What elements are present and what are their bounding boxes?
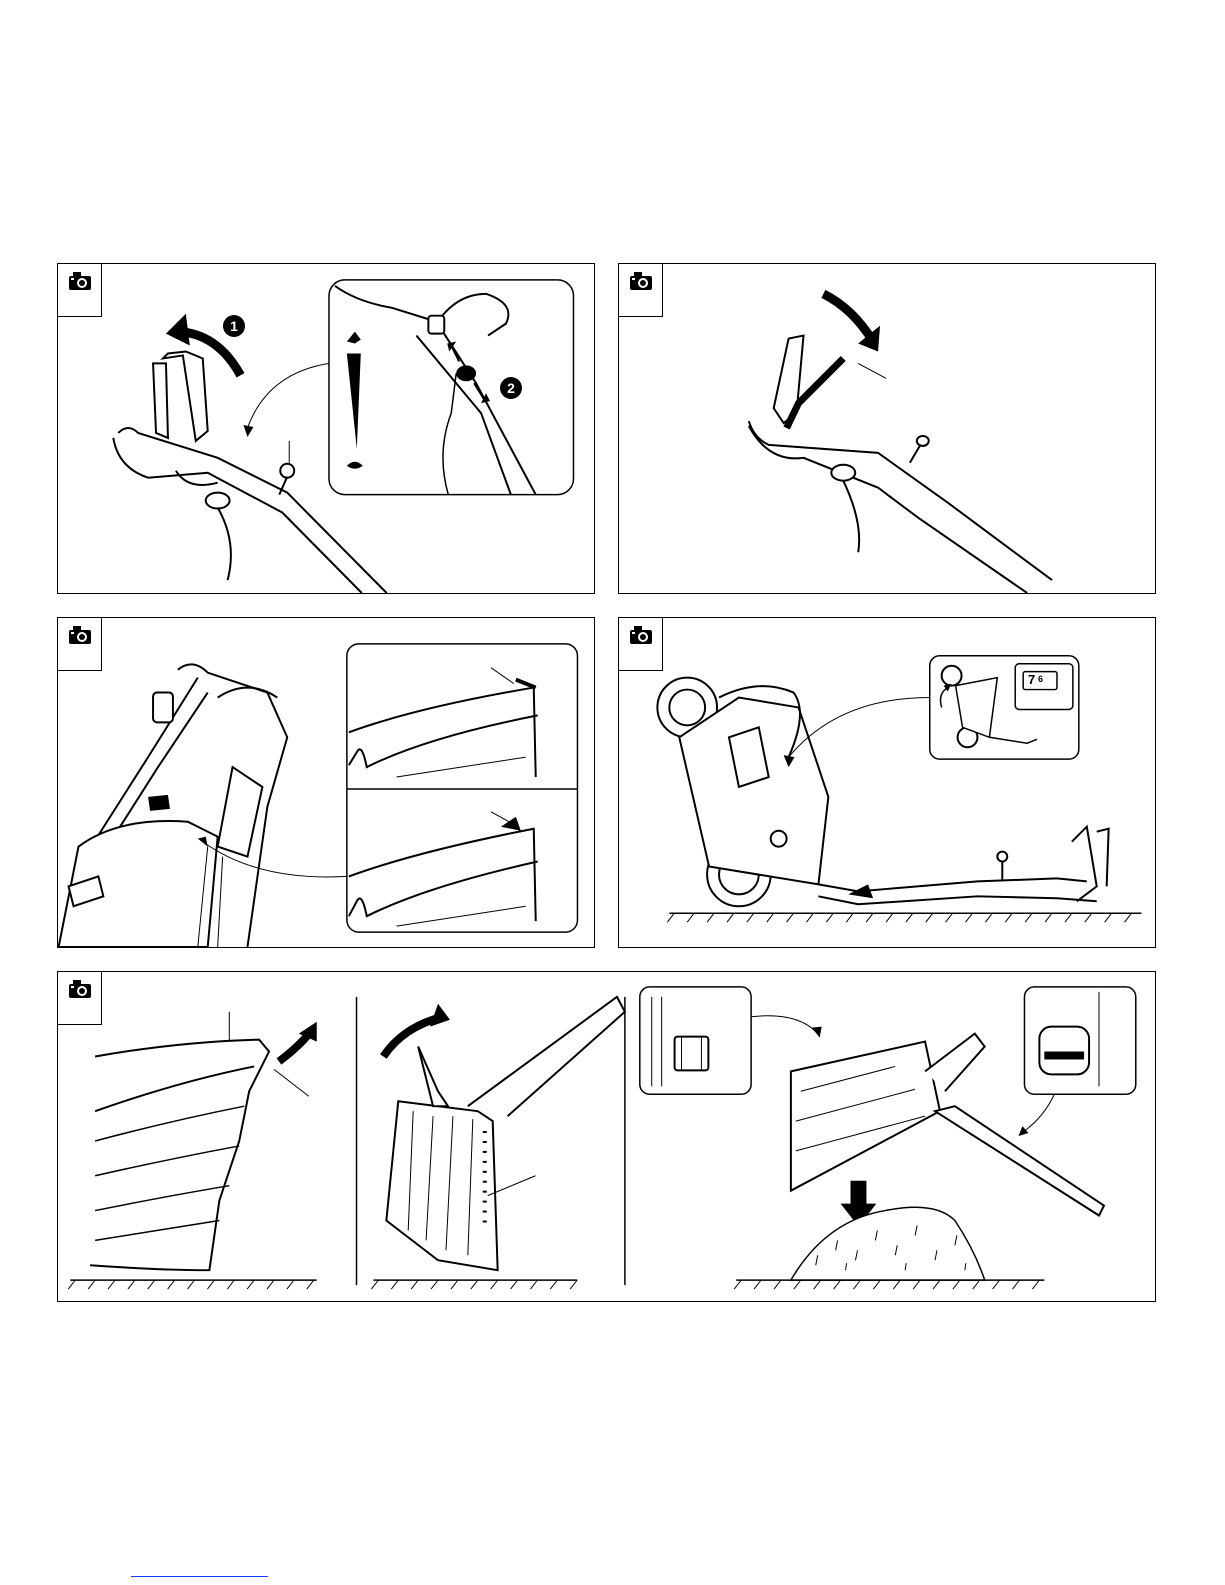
bag-emptying-illustration	[58, 972, 1155, 1301]
bag-indicator-illustration	[58, 618, 594, 947]
panel-height-adjust: 7 6	[618, 617, 1156, 948]
footer-link-underline[interactable]	[131, 1575, 268, 1577]
height-setting-small: 6	[1038, 674, 1043, 684]
handle-fold-illustration	[58, 264, 594, 593]
panel-bag-indicator	[57, 617, 595, 948]
height-adjust-illustration	[619, 618, 1155, 947]
panel-bag-emptying	[57, 971, 1156, 1302]
panel-handle-fold: 1 2	[57, 263, 595, 594]
step-1-badge: 1	[223, 315, 245, 337]
height-setting-value: 7	[1028, 672, 1035, 687]
panel-handle-lock	[618, 263, 1156, 594]
handle-lock-illustration	[619, 264, 1155, 593]
step-2-badge: 2	[500, 377, 522, 399]
